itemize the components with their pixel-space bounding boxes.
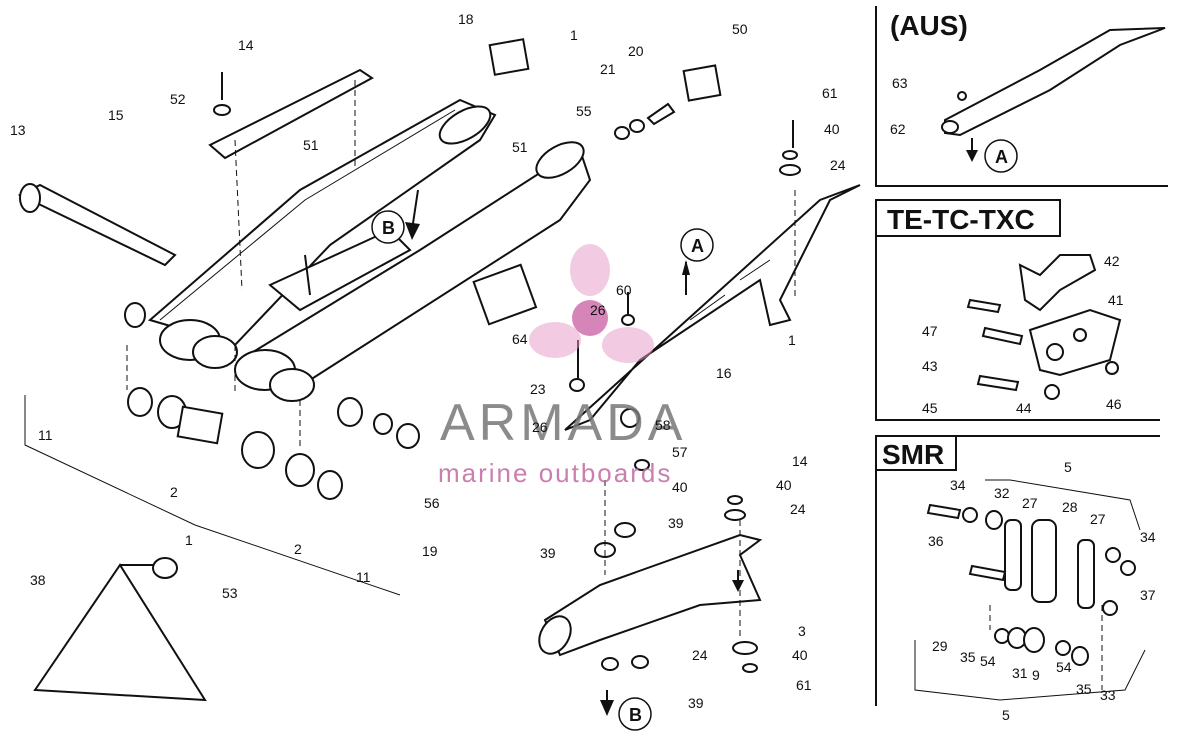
te-part-callout-45: 45 (922, 400, 938, 416)
smr-part-callout-33: 33 (1100, 687, 1116, 703)
te-part-callout-46: 46 (1106, 396, 1122, 412)
part-callout-26: 26 (532, 419, 548, 435)
part-callout-39: 39 (688, 695, 704, 711)
smr-adjuster-drawing (914, 479, 1146, 701)
part-callout-24: 24 (790, 501, 806, 517)
marker-b-bottom: B (618, 697, 652, 731)
part-callout-24: 24 (692, 647, 708, 663)
part-callout-1: 1 (185, 532, 193, 548)
part-callout-14: 14 (238, 37, 254, 53)
te-part-callout-44: 44 (1016, 400, 1032, 416)
part-callout-40: 40 (776, 477, 792, 493)
part-callout-56: 56 (424, 495, 440, 511)
part-callout-55: 55 (576, 103, 592, 119)
smr-part-callout-27: 27 (1090, 511, 1106, 527)
part-callout-11: 11 (356, 569, 371, 585)
part-callout-39: 39 (668, 515, 684, 531)
part-callout-60: 60 (616, 282, 632, 298)
armada-watermark: ARMADA marine outboards (438, 244, 686, 488)
part-callout-61: 61 (796, 677, 812, 693)
part-callout-11: 11 (38, 427, 53, 443)
smr-title-box (875, 435, 957, 471)
te-part-callout-47: 47 (922, 323, 938, 339)
smr-part-callout-29: 29 (932, 638, 948, 654)
part-callout-64: 64 (512, 331, 528, 347)
te-part-callout-42: 42 (1104, 253, 1120, 269)
smr-part-callout-34: 34 (1140, 529, 1156, 545)
part-callout-23: 23 (530, 381, 546, 397)
part-callout-58: 58 (655, 417, 671, 433)
part-callout-39: 39 (540, 545, 556, 561)
part-callout-18: 18 (458, 11, 474, 27)
aus-chain-guide-drawing (941, 27, 1166, 162)
swing-arm-drawing (17, 38, 861, 716)
part-callout-2: 2 (294, 541, 302, 557)
smr-part-callout-37: 37 (1140, 587, 1156, 603)
smr-part-callout-36: 36 (928, 533, 944, 549)
marker-a-main: A (680, 228, 714, 262)
te-tc-txc-title-box (875, 199, 1061, 237)
te-part-callout-41: 41 (1108, 292, 1124, 308)
marker-a-aus: A (984, 139, 1018, 173)
part-callout-14: 14 (792, 453, 808, 469)
te-part-callout-43: 43 (922, 358, 938, 374)
part-callout-15: 15 (108, 107, 124, 123)
part-callout-61: 61 (822, 85, 838, 101)
part-callout-53: 53 (222, 585, 238, 601)
aus-part-callout-62: 62 (890, 121, 906, 137)
panel-frames (875, 6, 1168, 706)
part-callout-52: 52 (170, 91, 186, 107)
part-callout-1: 1 (570, 27, 578, 43)
smr-part-callout-9: 9 (1032, 667, 1040, 683)
svg-text:A: A (691, 236, 704, 256)
part-callout-40: 40 (824, 121, 840, 137)
part-callout-50: 50 (732, 21, 748, 37)
smr-panel-title: SMR (882, 439, 944, 470)
smr-part-callout-31: 31 (1012, 665, 1028, 681)
watermark-tagline: marine outboards (438, 458, 672, 488)
part-callout-40: 40 (672, 479, 688, 495)
part-callout-3: 3 (798, 623, 806, 639)
smr-part-callout-5: 5 (1064, 459, 1072, 475)
svg-text:B: B (382, 218, 395, 238)
part-callout-2: 2 (170, 484, 178, 500)
part-callout-26: 26 (590, 302, 606, 318)
part-callout-19: 19 (422, 543, 438, 559)
part-callout-57: 57 (672, 444, 688, 460)
te-tc-txc-callouts: 42 47 43 41 45 44 46 (922, 253, 1124, 416)
part-callout-38: 38 (30, 572, 46, 588)
smr-part-callout-54: 54 (980, 653, 996, 669)
svg-text:A: A (995, 147, 1008, 167)
part-callout-51: 51 (512, 139, 528, 155)
svg-text:B: B (629, 705, 642, 725)
smr-part-callout-27: 27 (1022, 495, 1038, 511)
watermark-brand: ARMADA (440, 394, 686, 452)
smr-part-callout-34: 34 (950, 477, 966, 493)
part-callout-1: 1 (788, 332, 796, 348)
part-callout-21: 21 (600, 61, 616, 77)
smr-part-callout-5: 5 (1002, 707, 1010, 723)
part-callout-24: 24 (830, 157, 846, 173)
part-callout-40: 40 (792, 647, 808, 663)
te-tc-txc-panel-title: TE-TC-TXC (887, 204, 1035, 235)
part-callout-51: 51 (303, 137, 319, 153)
smr-part-callout-32: 32 (994, 485, 1010, 501)
part-callout-20: 20 (628, 43, 644, 59)
aus-callouts: 63 62 (890, 75, 908, 137)
smr-part-callout-54: 54 (1056, 659, 1072, 675)
smr-part-callout-35: 35 (1076, 681, 1092, 697)
smr-part-callout-28: 28 (1062, 499, 1078, 515)
aus-panel-title: (AUS) (890, 10, 968, 41)
aus-part-callout-63: 63 (892, 75, 908, 91)
part-callout-13: 13 (10, 122, 26, 138)
marker-b-main: B (371, 210, 405, 244)
part-callout-16: 16 (716, 365, 732, 381)
te-tc-txc-sprocket-guard-drawing (966, 254, 1122, 400)
smr-part-callout-35: 35 (960, 649, 976, 665)
